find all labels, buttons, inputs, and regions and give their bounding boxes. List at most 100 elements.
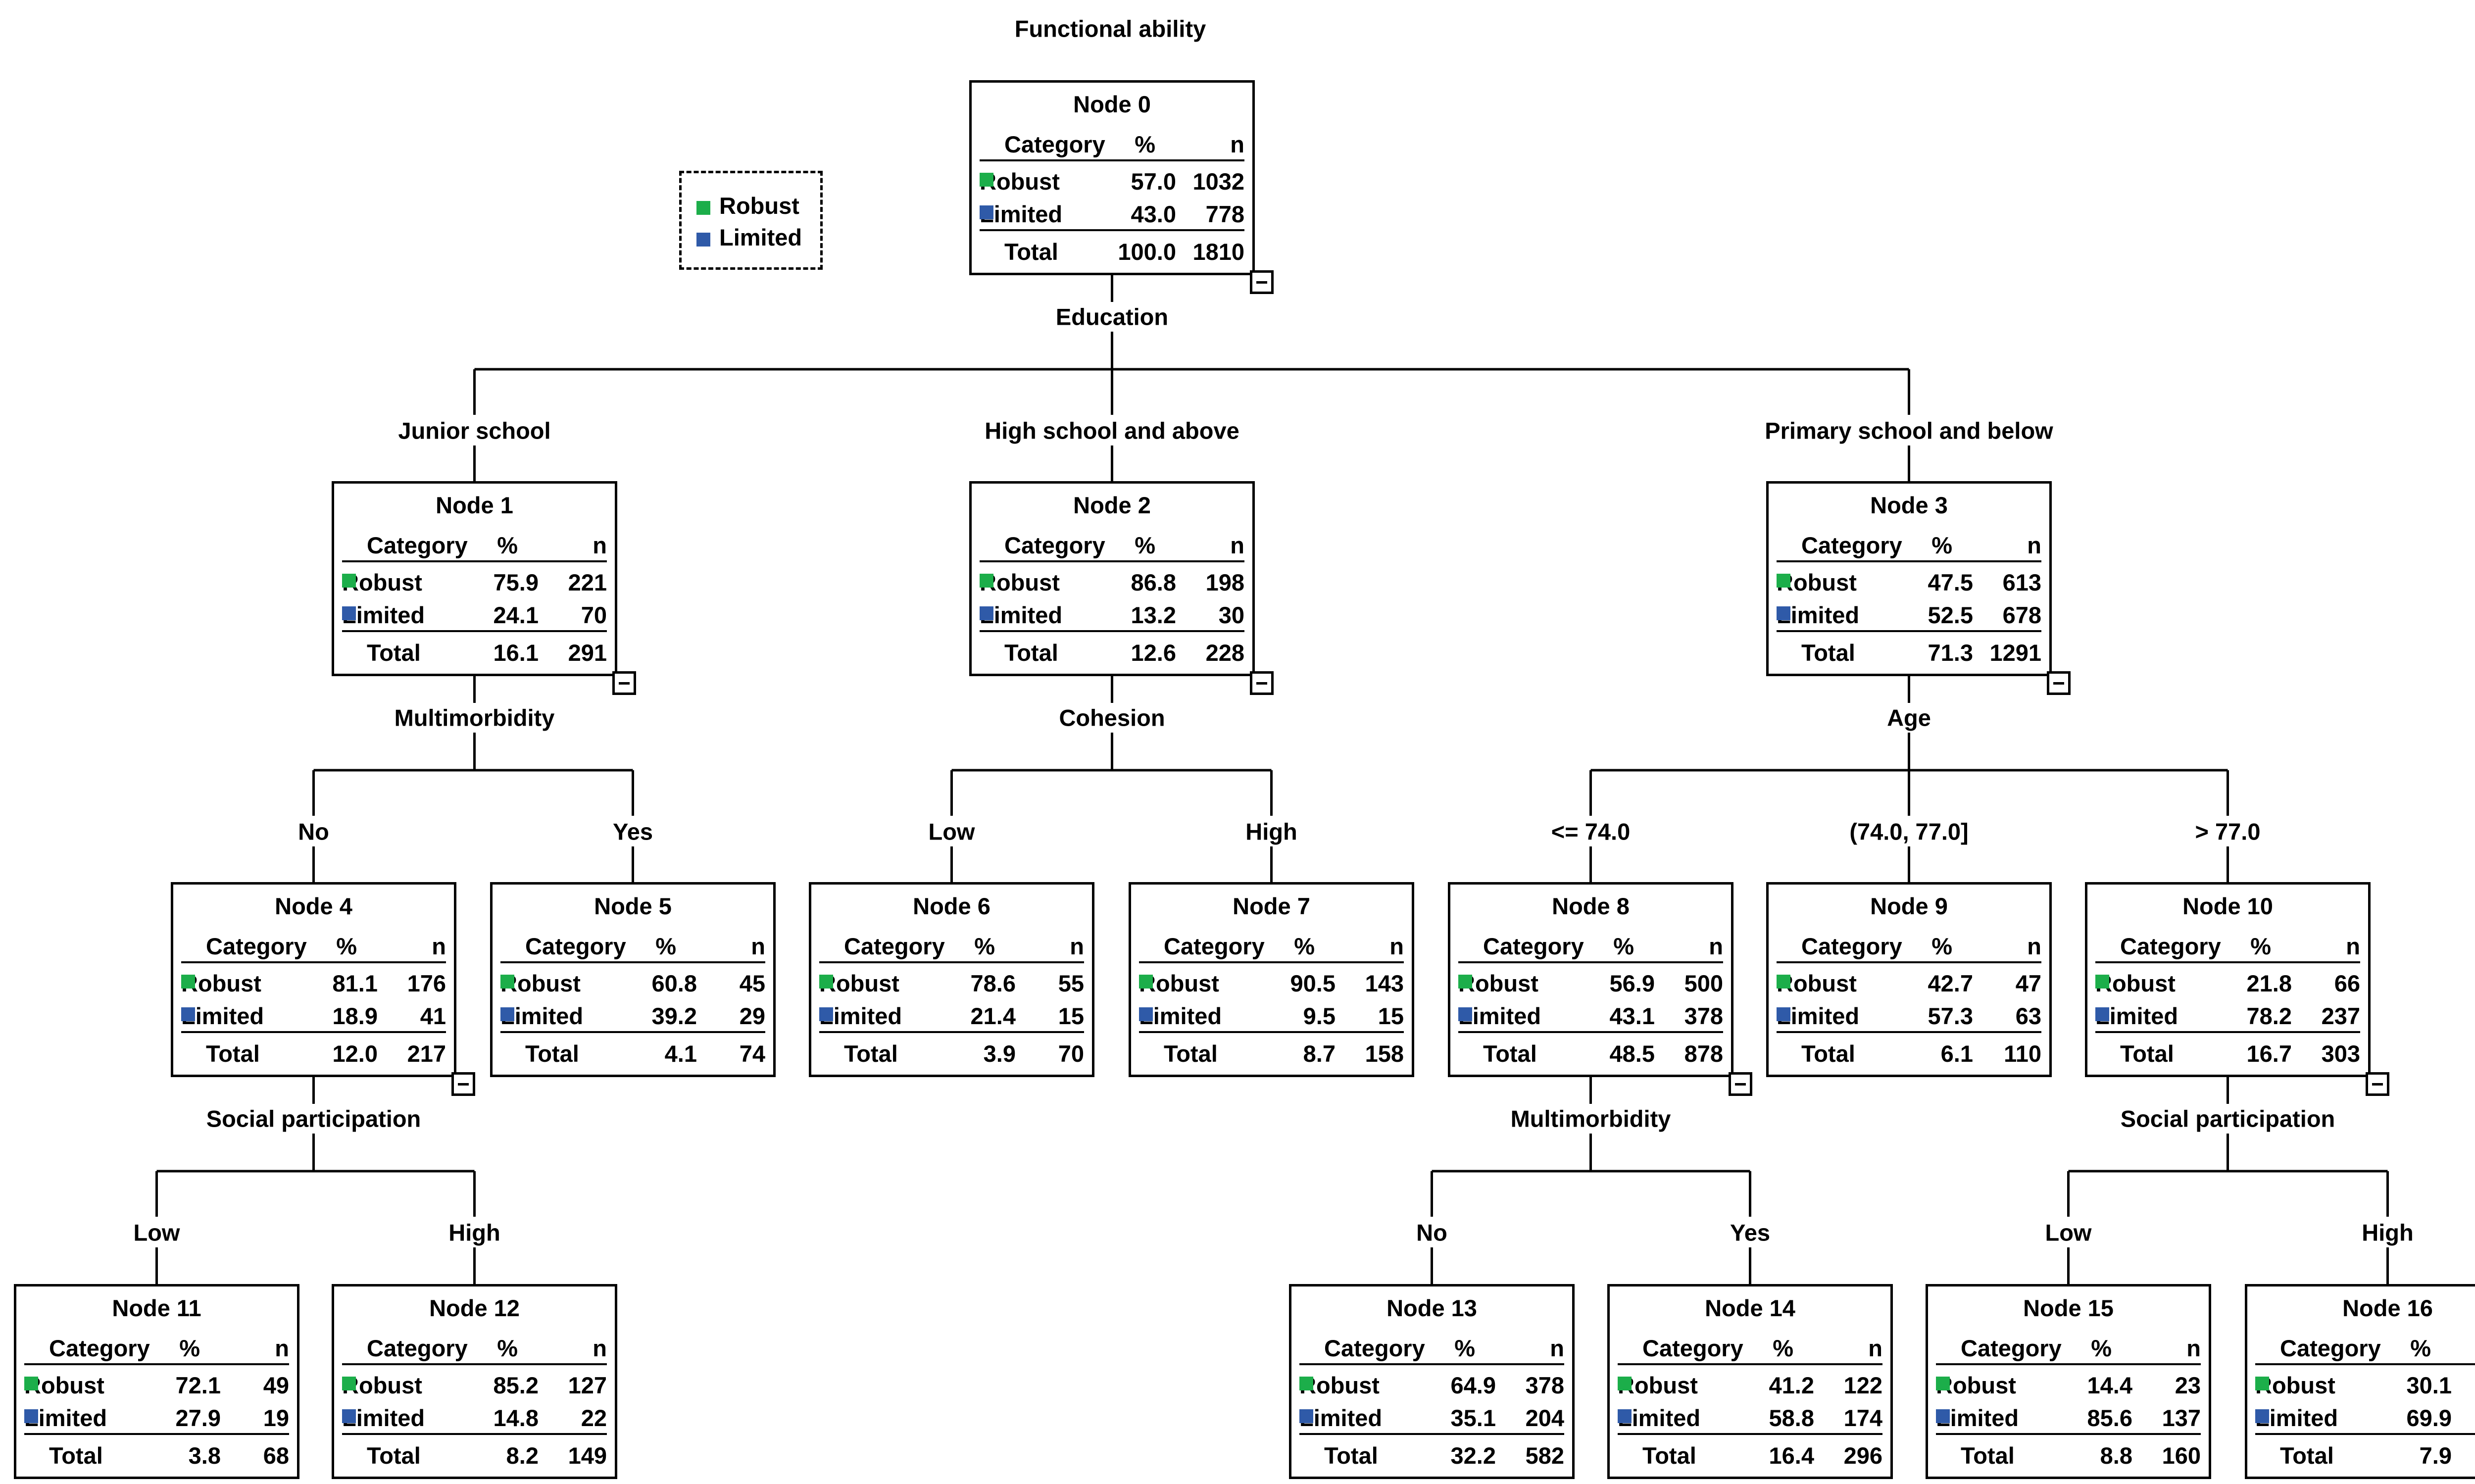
row-n: 228 bbox=[1205, 640, 1244, 666]
row-percent: 9.5 bbox=[1303, 1003, 1336, 1029]
header-category: Category bbox=[367, 532, 468, 558]
row-category: Total bbox=[1324, 1442, 1378, 1469]
row-category: Robust bbox=[500, 970, 581, 996]
row-n: 1291 bbox=[1989, 640, 2041, 666]
node-title: Node 10 bbox=[2182, 893, 2273, 919]
branch-label: No bbox=[1416, 1219, 1447, 1246]
node-title: Node 0 bbox=[1073, 91, 1151, 117]
header-n: n bbox=[432, 933, 446, 959]
limited-swatch bbox=[1139, 1007, 1153, 1021]
row-percent: 64.9 bbox=[1450, 1372, 1496, 1398]
row-percent: 52.5 bbox=[1928, 602, 1973, 628]
row-percent: 57.0 bbox=[1131, 168, 1176, 195]
node-table-header: Category%n bbox=[980, 531, 1244, 562]
row-n: 291 bbox=[568, 640, 607, 666]
row-percent: 48.5 bbox=[1609, 1040, 1655, 1067]
node-table-header: Category%n bbox=[342, 531, 607, 562]
row-n: 23 bbox=[2175, 1372, 2201, 1398]
node-title: Node 4 bbox=[275, 893, 352, 919]
legend-label: Limited bbox=[719, 224, 802, 250]
collapse-node-button[interactable] bbox=[2366, 1072, 2389, 1096]
limited-swatch bbox=[980, 606, 993, 620]
row-n: 500 bbox=[1684, 970, 1723, 996]
row-category: Robust bbox=[1777, 569, 1857, 595]
header-category: Category bbox=[1961, 1335, 2062, 1361]
row-category: Limited bbox=[1777, 602, 1860, 628]
row-percent: 16.4 bbox=[1769, 1442, 1814, 1469]
row-category: Robust bbox=[342, 569, 422, 595]
header-n: n bbox=[1230, 131, 1244, 157]
row-n: 70 bbox=[1058, 1040, 1084, 1067]
row-category: Limited bbox=[980, 201, 1063, 227]
collapse-node-button[interactable] bbox=[451, 1072, 475, 1096]
node-title: Node 11 bbox=[112, 1295, 201, 1321]
limited-swatch bbox=[696, 233, 710, 247]
row-percent: 24.1 bbox=[493, 602, 539, 628]
node-title: Node 14 bbox=[1705, 1295, 1795, 1321]
node-table-header: Category%n bbox=[819, 932, 1084, 963]
row-percent: 7.9 bbox=[2419, 1442, 2452, 1469]
row-category: Total bbox=[49, 1442, 103, 1469]
robust-swatch bbox=[1618, 1377, 1632, 1390]
node-table-header: Category%n bbox=[181, 932, 446, 963]
node-title: Node 7 bbox=[1233, 893, 1310, 919]
row-category: Limited bbox=[1299, 1405, 1383, 1431]
row-n: 29 bbox=[739, 1003, 765, 1029]
row-n: 137 bbox=[2162, 1405, 2201, 1431]
row-percent: 3.9 bbox=[983, 1040, 1016, 1067]
limited-swatch bbox=[2255, 1409, 2269, 1423]
row-percent: 72.1 bbox=[175, 1372, 221, 1398]
legend-item-limited: Limited bbox=[696, 226, 802, 249]
header-n: n bbox=[751, 933, 765, 959]
row-percent: 13.2 bbox=[1131, 602, 1176, 628]
collapse-node-button[interactable] bbox=[612, 671, 636, 695]
row-percent: 16.1 bbox=[493, 640, 539, 666]
node-title: Node 8 bbox=[1552, 893, 1630, 919]
row-percent: 4.1 bbox=[664, 1040, 697, 1067]
tree-node-16[interactable]: Node 16Category%nRobust30.143Limited69.9… bbox=[2245, 1284, 2475, 1479]
collapse-node-button[interactable] bbox=[2047, 671, 2071, 695]
collapse-node-button[interactable] bbox=[1729, 1072, 1752, 1096]
row-category: Robust bbox=[2255, 1372, 2335, 1398]
limited-swatch bbox=[1618, 1409, 1632, 1423]
row-n: 221 bbox=[568, 569, 607, 595]
limited-swatch bbox=[24, 1409, 38, 1423]
header-percent: % bbox=[1931, 933, 1952, 959]
row-n: 778 bbox=[1205, 201, 1244, 227]
collapse-node-button[interactable] bbox=[1250, 270, 1274, 294]
row-percent: 12.6 bbox=[1131, 640, 1176, 666]
row-n: 55 bbox=[1058, 970, 1084, 996]
branch-label: > 77.0 bbox=[2195, 818, 2261, 845]
collapse-node-button[interactable] bbox=[1250, 671, 1274, 695]
node-table-header: Category%n bbox=[1618, 1334, 1882, 1365]
header-n: n bbox=[2027, 933, 2041, 959]
